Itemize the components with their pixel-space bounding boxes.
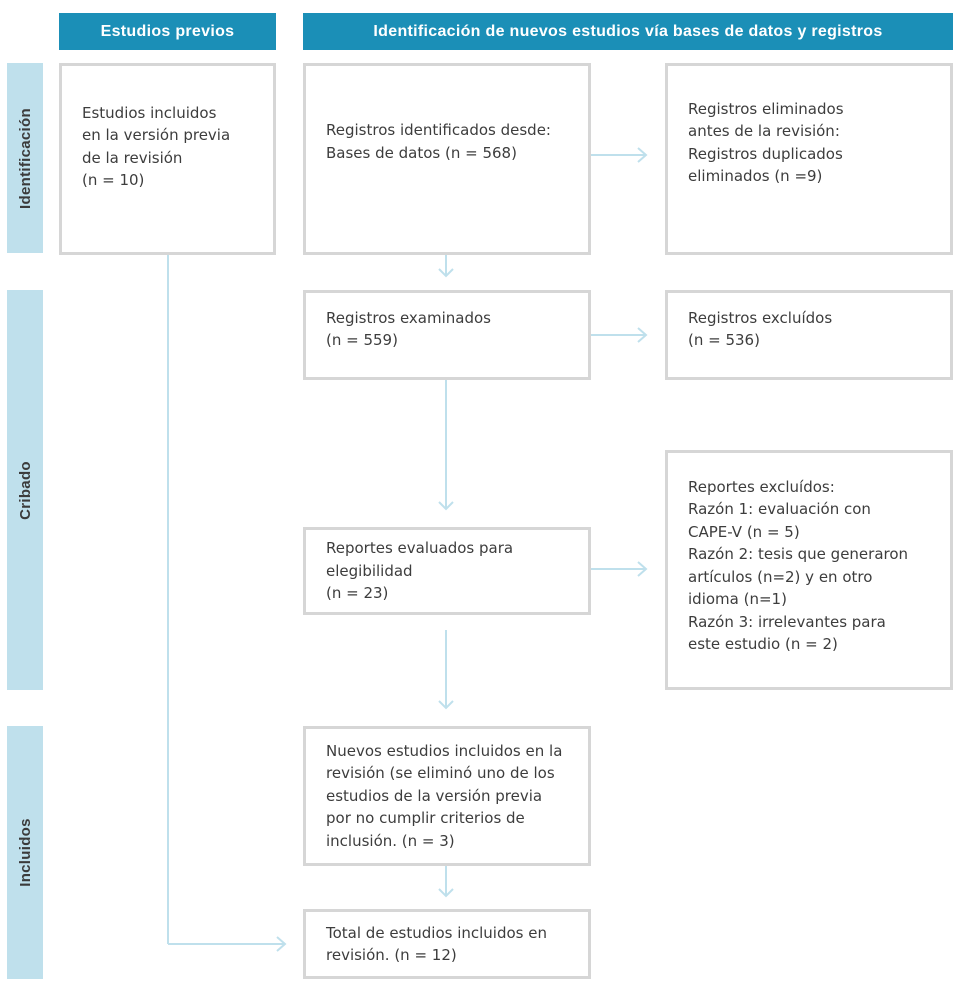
box-total-included-text: Total de estudios incluidos en revisión.… [326, 922, 547, 967]
text-line: CAPE-V (n = 5) [688, 522, 800, 541]
text-line: Registros eliminados [688, 99, 844, 118]
text-line: Reportes excluídos: [688, 477, 835, 496]
text-line: en la versión previa [82, 126, 231, 144]
box-reports-excluded: Reportes excluídos: Razón 1: evaluación … [665, 450, 953, 690]
text-line: Reportes evaluados para [326, 539, 514, 558]
box-records-identified: Registros identificados desde: Bases de … [303, 63, 591, 255]
box-records-excluded: Registros excluídos (n = 536) [665, 290, 953, 380]
box-total-included: Total de estudios incluidos en revisión.… [303, 909, 591, 979]
box-new-included: Nuevos estudios incluidos en la revisión… [303, 726, 591, 866]
text-line: Registros identificados desde: [326, 121, 551, 139]
box-records-screened-text: Registros examinados (n = 559) [326, 307, 491, 352]
box-records-excluded-text: Registros excluídos (n = 536) [688, 307, 832, 352]
text-line: (n = 559) [326, 331, 398, 349]
text-line: por no cumplir criterios de [326, 809, 525, 828]
phase-screening-label: Cribado [16, 460, 34, 520]
text-line: (n = 536) [688, 331, 760, 349]
text-line: Registros duplicados [688, 144, 843, 163]
text-line: Estudios incluidos [82, 103, 217, 122]
header-previous-studies: Estudios previos [59, 13, 276, 50]
box-previous-included-text: Estudios incluidos en la versión previa … [82, 102, 230, 192]
text-line: de la revisión [82, 148, 183, 167]
box-new-included-text: Nuevos estudios incluidos en la revisión… [326, 740, 562, 853]
text-line: Razón 1: evaluación con [688, 500, 871, 518]
text-line: idioma (n=1) [688, 590, 787, 608]
header-new-studies: Identificación de nuevos estudios vía ba… [303, 13, 953, 50]
text-line: eliminados (n =9) [688, 167, 823, 185]
text-line: Nuevos estudios incluidos en la [326, 741, 563, 760]
phase-screening: Cribado [7, 290, 43, 690]
box-records-removed-text: Registros eliminados antes de la revisió… [688, 98, 844, 188]
text-line: estudios de la versión previa [326, 786, 543, 805]
text-line: Razón 3: irrelevantes para [688, 612, 886, 631]
text-line: este estudio (n = 2) [688, 635, 838, 653]
text-line: artículos (n=2) y en otro [688, 567, 873, 586]
phase-included-label: Incluidos [16, 818, 34, 887]
text-line: elegibilidad [326, 561, 413, 580]
text-line: inclusión. (n = 3) [326, 831, 455, 850]
box-previous-included: Estudios incluidos en la versión previa … [59, 63, 276, 255]
text-line: Bases de datos (n = 568) [326, 143, 517, 162]
box-reports-assessed-text: Reportes evaluados para elegibilidad (n … [326, 537, 513, 605]
box-records-screened: Registros examinados (n = 559) [303, 290, 591, 380]
box-reports-excluded-text: Reportes excluídos: Razón 1: evaluación … [688, 476, 908, 656]
text-line: (n = 10) [82, 171, 145, 189]
text-line: revisión. (n = 12) [326, 946, 457, 964]
box-records-removed: Registros eliminados antes de la revisió… [665, 63, 953, 255]
text-line: Total de estudios incluidos en [326, 923, 547, 942]
box-records-identified-text: Registros identificados desde: Bases de … [326, 119, 551, 164]
text-line: Razón 2: tesis que generaron [688, 545, 909, 563]
text-line: antes de la revisión: [688, 122, 840, 140]
phase-identification-label: Identificación [16, 107, 34, 209]
phase-identification: Identificación [7, 63, 43, 253]
phase-included: Incluidos [7, 726, 43, 979]
box-reports-assessed: Reportes evaluados para elegibilidad (n … [303, 527, 591, 615]
text-line: (n = 23) [326, 584, 389, 603]
text-line: Registros excluídos [688, 308, 833, 327]
text-line: Registros examinados [326, 308, 491, 327]
text-line: revisión (se eliminó uno de los [326, 764, 555, 783]
